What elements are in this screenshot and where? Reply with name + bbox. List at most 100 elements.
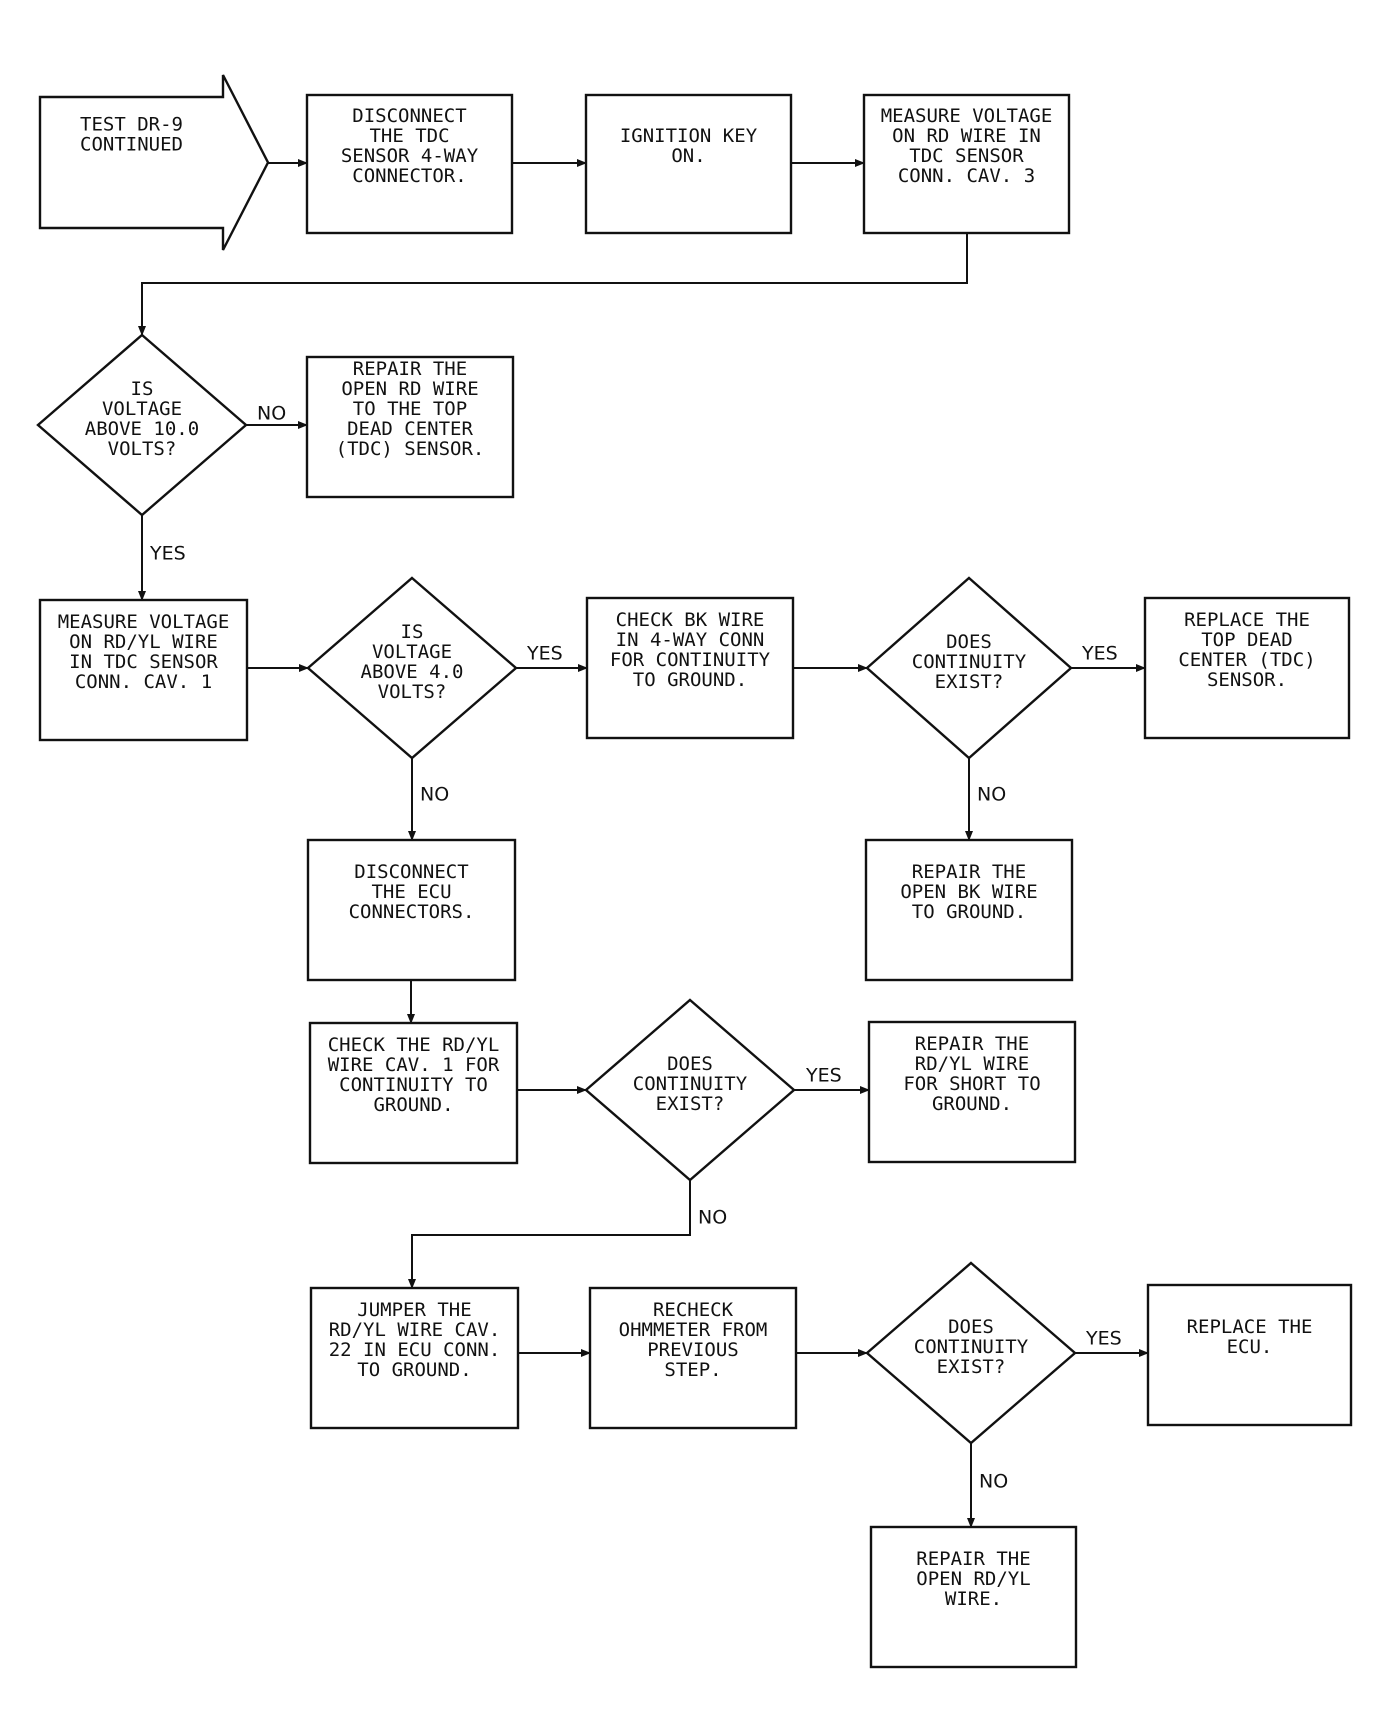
node-text-line: ABOVE 4.0 — [361, 661, 464, 683]
process-box — [862, 93, 1071, 235]
process-box — [38, 598, 249, 742]
node-text-line: ON. — [671, 145, 705, 167]
node-text-line: THE TDC — [369, 125, 449, 147]
process-box — [306, 838, 517, 982]
node-text-line: EXIST? — [937, 1356, 1006, 1378]
node-text-line: TDC SENSOR — [909, 145, 1024, 167]
process-box — [584, 93, 793, 235]
process-box — [309, 1286, 520, 1430]
decision-diamond — [584, 998, 796, 1182]
process-box — [308, 1021, 519, 1165]
node-text-line: EXIST? — [656, 1093, 725, 1115]
node-text-line: DISCONNECT — [352, 105, 466, 127]
node-text-line: STEP. — [664, 1359, 721, 1381]
node-text-line: FOR CONTINUITY — [610, 649, 771, 671]
node-text-line: (TDC) SENSOR. — [336, 438, 485, 460]
node-text-line: VOLTS? — [378, 681, 447, 703]
node-text-line: CHECK BK WIRE — [616, 609, 765, 631]
node-text-line: CONTINUED — [80, 134, 183, 156]
node-text-line: EXIST? — [935, 671, 1004, 693]
branch-label-no: NO — [420, 784, 449, 806]
node-text-line: ECU. — [1227, 1336, 1273, 1358]
node-text-line: TO GROUND. — [633, 669, 747, 691]
process-box — [867, 1020, 1077, 1164]
branch-label-yes: YES — [149, 543, 186, 565]
node-text-line: CONTINUITY — [912, 651, 1027, 673]
node-text-line: 22 IN ECU CONN. — [329, 1339, 501, 1361]
branch-label-yes: YES — [805, 1065, 842, 1087]
decision-diamond — [36, 333, 248, 517]
process-box — [588, 1286, 798, 1430]
node-text-line: CONTINUITY TO — [339, 1074, 488, 1096]
node-text-line: GROUND. — [932, 1093, 1012, 1115]
node-text-line: TO GROUND. — [912, 901, 1026, 923]
decision-diamond — [865, 1261, 1077, 1445]
node-text-line: THE ECU — [371, 881, 451, 903]
node-text-line: VOLTS? — [108, 438, 177, 460]
node-text-line: IS — [131, 378, 154, 400]
node-text-line: OPEN BK WIRE — [900, 881, 1037, 903]
node-text-line: RD/YL WIRE CAV. — [329, 1319, 501, 1341]
node-text-line: REPLACE THE — [1184, 609, 1310, 631]
process-box — [869, 1525, 1078, 1669]
connector-arrow — [408, 1180, 691, 1289]
node-text-line: CONNECTOR. — [352, 165, 466, 187]
node-text-line: IN 4-WAY CONN — [616, 629, 765, 651]
node-text-line: VOLTAGE — [102, 398, 182, 420]
process-box — [305, 355, 515, 499]
node-text-line: DEAD CENTER — [347, 418, 473, 440]
node-text-line: DOES — [948, 1316, 994, 1338]
node-text-line: FOR SHORT TO — [903, 1073, 1040, 1095]
branch-label-yes: YES — [1085, 1328, 1122, 1350]
decision-diamond — [306, 576, 518, 760]
node-text-line: CONN. CAV. 3 — [898, 165, 1035, 187]
node-text-line: TOP DEAD — [1201, 629, 1293, 651]
node-text-line: PREVIOUS — [647, 1339, 739, 1361]
node-text-line: ON RD WIRE IN — [892, 125, 1041, 147]
node-text-line: ON RD/YL WIRE — [69, 631, 218, 653]
process-box — [305, 93, 514, 235]
node-text-line: REPAIR THE — [916, 1548, 1030, 1570]
node-text-line: RD/YL WIRE — [915, 1053, 1029, 1075]
node-text-line: CENTER (TDC) — [1178, 649, 1315, 671]
start-arrow-shape — [38, 74, 270, 251]
node-text-line: REPAIR THE — [353, 358, 467, 380]
node-text-line: SENSOR. — [1207, 669, 1287, 691]
node-text-line: SENSOR 4-WAY — [341, 145, 479, 167]
node-text-line: IN TDC SENSOR — [69, 651, 218, 673]
node-text-line: CONTINUITY — [914, 1336, 1029, 1358]
node-text-line: REPAIR THE — [915, 1033, 1029, 1055]
node-text-line: IGNITION KEY — [620, 125, 758, 147]
connector-arrow — [138, 233, 968, 336]
node-text-line: WIRE CAV. 1 FOR — [328, 1054, 500, 1076]
connectors — [138, 159, 1149, 1528]
node-text-line: WIRE. — [945, 1588, 1002, 1610]
node-text-line: DOES — [946, 631, 992, 653]
node-text-line: TEST DR-9 — [80, 114, 183, 136]
decision-diamond — [865, 576, 1073, 760]
node-text-line: ABOVE 10.0 — [85, 418, 199, 440]
node-text-line: JUMPER THE — [357, 1299, 471, 1321]
node-text-line: CONN. CAV. 1 — [75, 671, 212, 693]
node-text-line: MEASURE VOLTAGE — [58, 611, 230, 633]
branch-label-no: NO — [979, 1471, 1008, 1493]
